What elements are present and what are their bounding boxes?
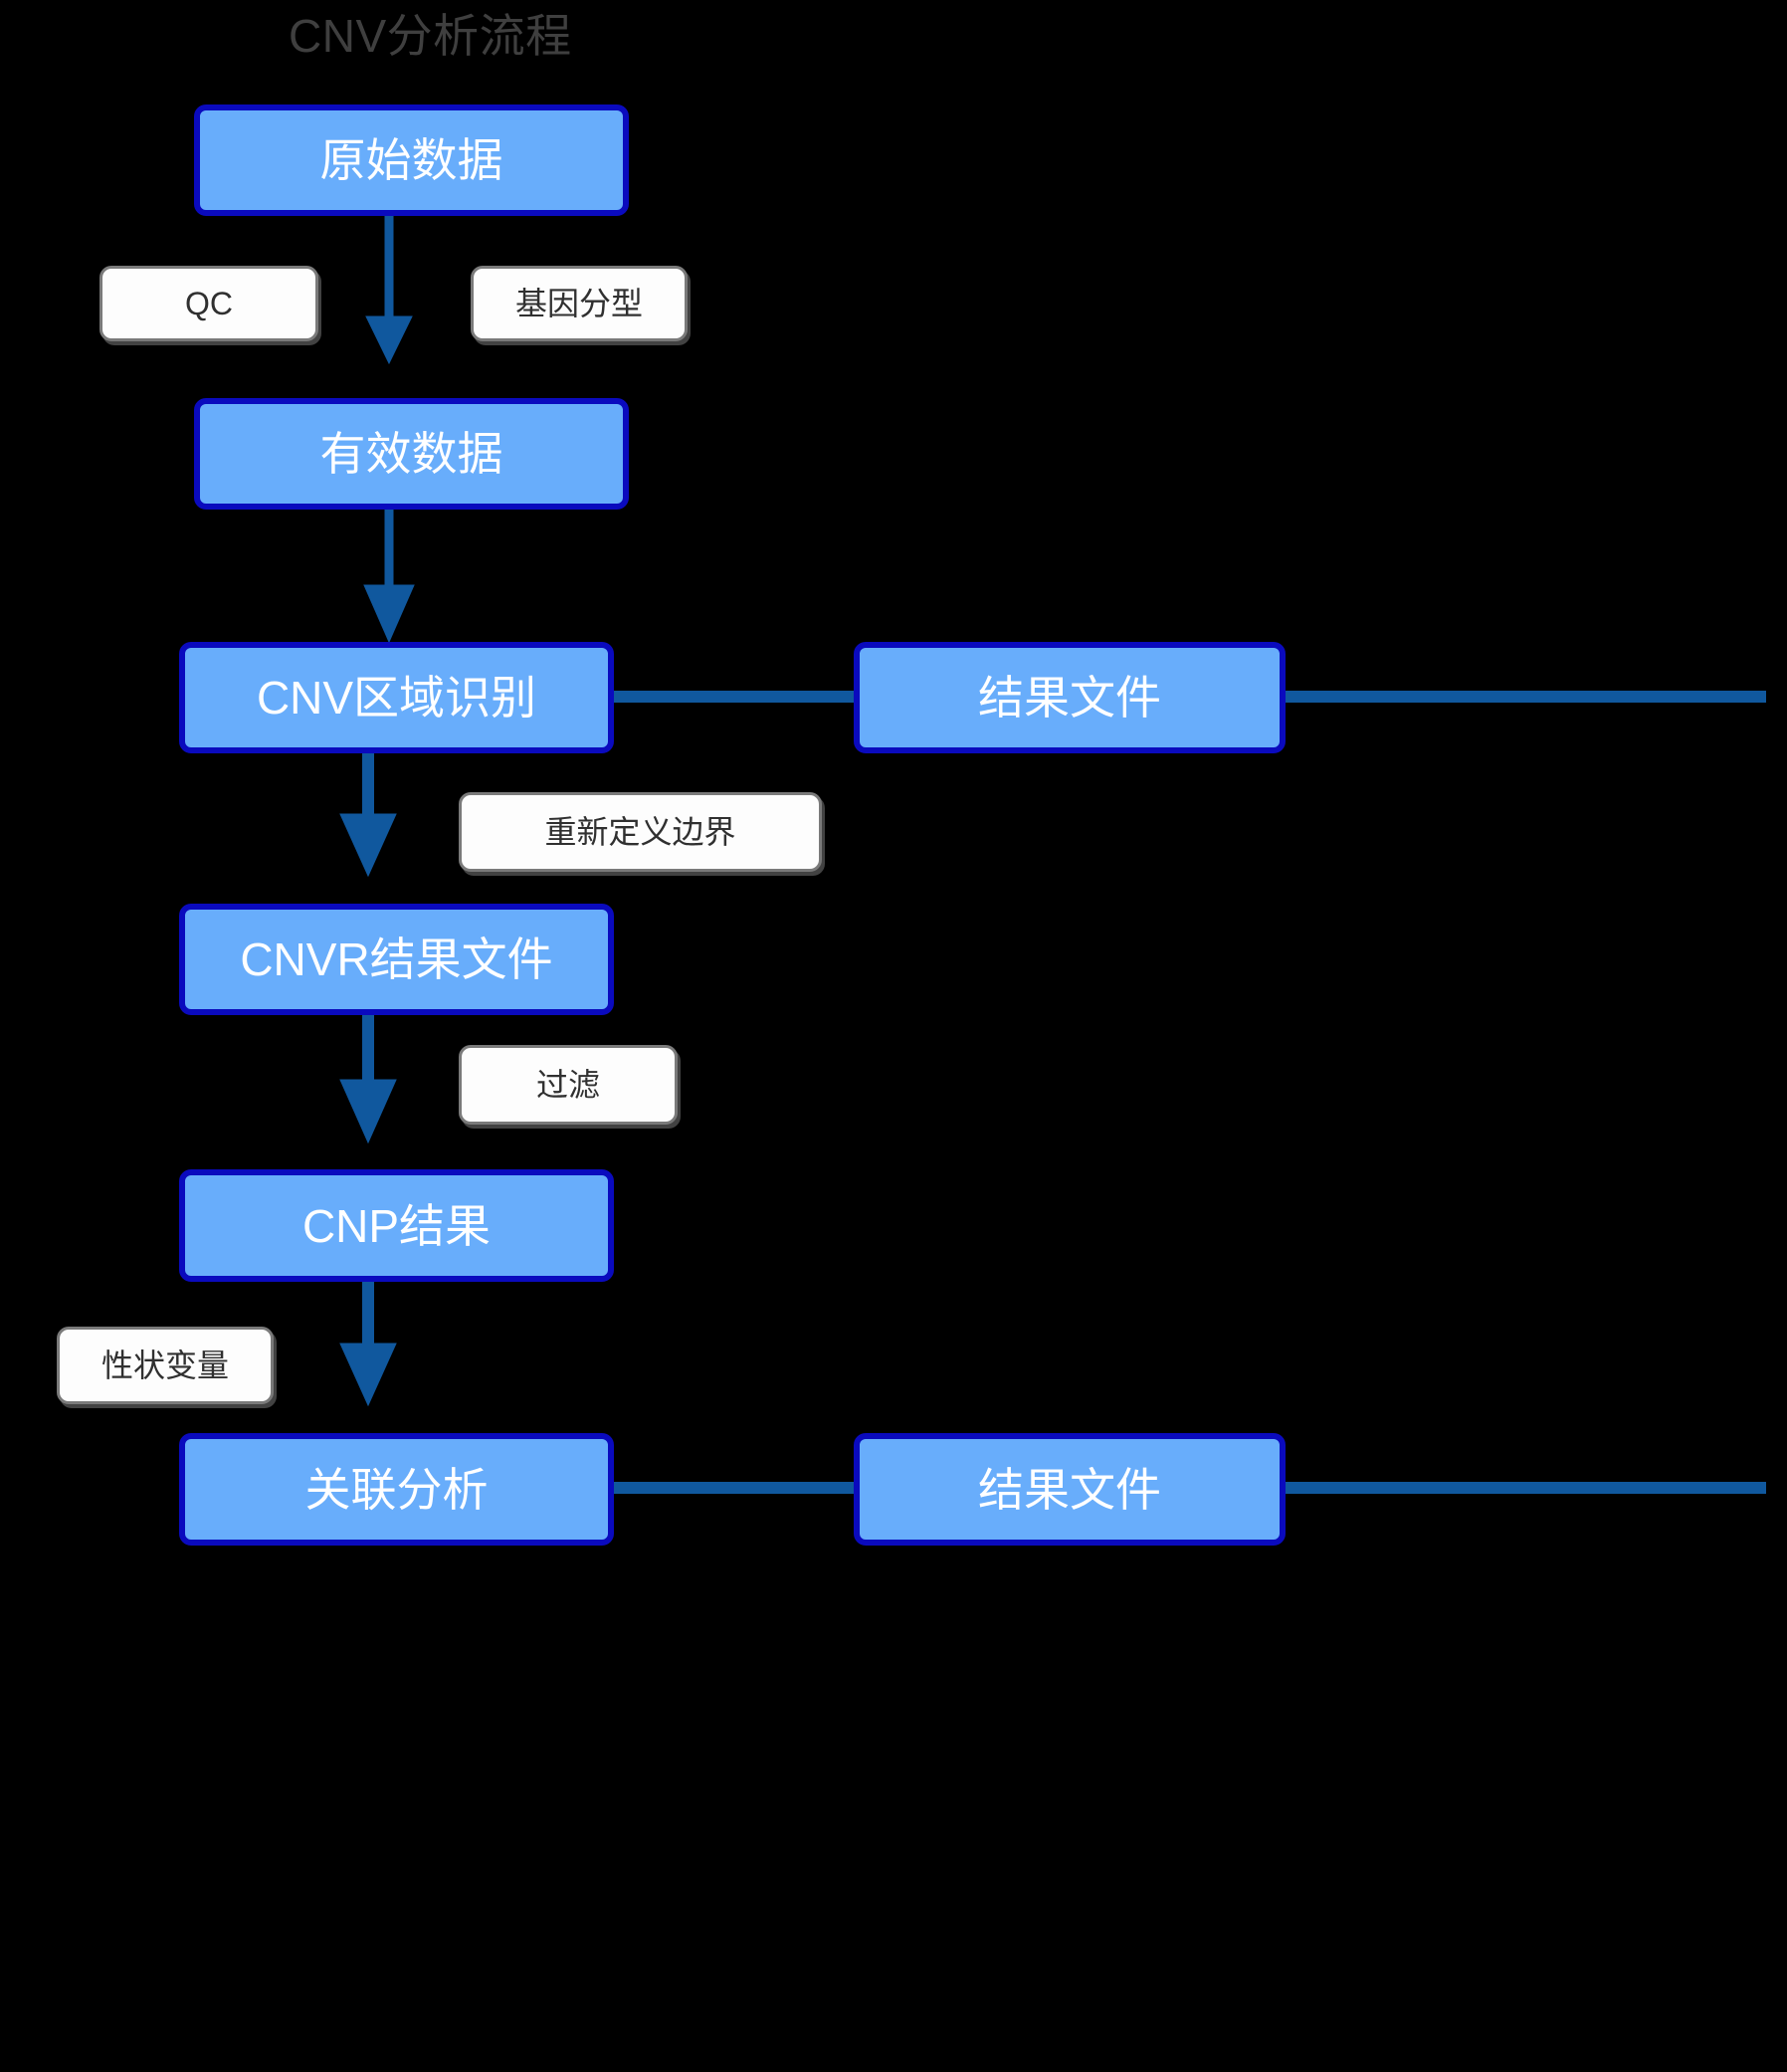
edge-label-filter-text: 过滤	[535, 1067, 600, 1103]
node-raw-data[interactable]: 原始数据	[194, 104, 629, 216]
edge-label-trait-variable-text: 性状变量	[100, 1347, 229, 1383]
page-title: CNV分析流程	[289, 10, 572, 62]
edge-label-genotyping[interactable]: 基因分型	[471, 266, 688, 341]
edge-label-qc[interactable]: QC	[99, 266, 318, 341]
node-result-file-top[interactable]: 结果文件	[854, 642, 1286, 753]
node-assoc-analysis[interactable]: 关联分析	[179, 1433, 614, 1546]
node-result-file-top-label: 结果文件	[978, 672, 1161, 724]
node-valid-data-label: 有效数据	[319, 428, 503, 480]
node-assoc-analysis-label: 关联分析	[304, 1463, 489, 1516]
node-cnvr-result[interactable]: CNVR结果文件	[179, 904, 614, 1015]
node-cnp-result-label: CNP结果	[301, 1199, 492, 1252]
node-cnp-result[interactable]: CNP结果	[179, 1169, 614, 1282]
node-cnv-region-label: CNV区域识别	[256, 672, 537, 724]
edge-label-filter[interactable]: 过滤	[459, 1045, 678, 1125]
node-cnv-region[interactable]: CNV区域识别	[179, 642, 614, 753]
edge-label-genotyping-text: 基因分型	[514, 286, 643, 321]
edge-label-trait-variable[interactable]: 性状变量	[57, 1327, 274, 1404]
node-raw-data-label: 原始数据	[319, 134, 503, 186]
edge-label-redefine-text: 重新定义边界	[544, 814, 736, 850]
node-result-file-bottom[interactable]: 结果文件	[854, 1433, 1286, 1546]
edge-label-qc-text: QC	[185, 286, 233, 321]
edge-label-redefine[interactable]: 重新定义边界	[459, 792, 822, 872]
node-cnvr-result-label: CNVR结果文件	[240, 933, 553, 985]
node-result-file-bottom-label: 结果文件	[978, 1463, 1161, 1516]
node-valid-data[interactable]: 有效数据	[194, 398, 629, 510]
